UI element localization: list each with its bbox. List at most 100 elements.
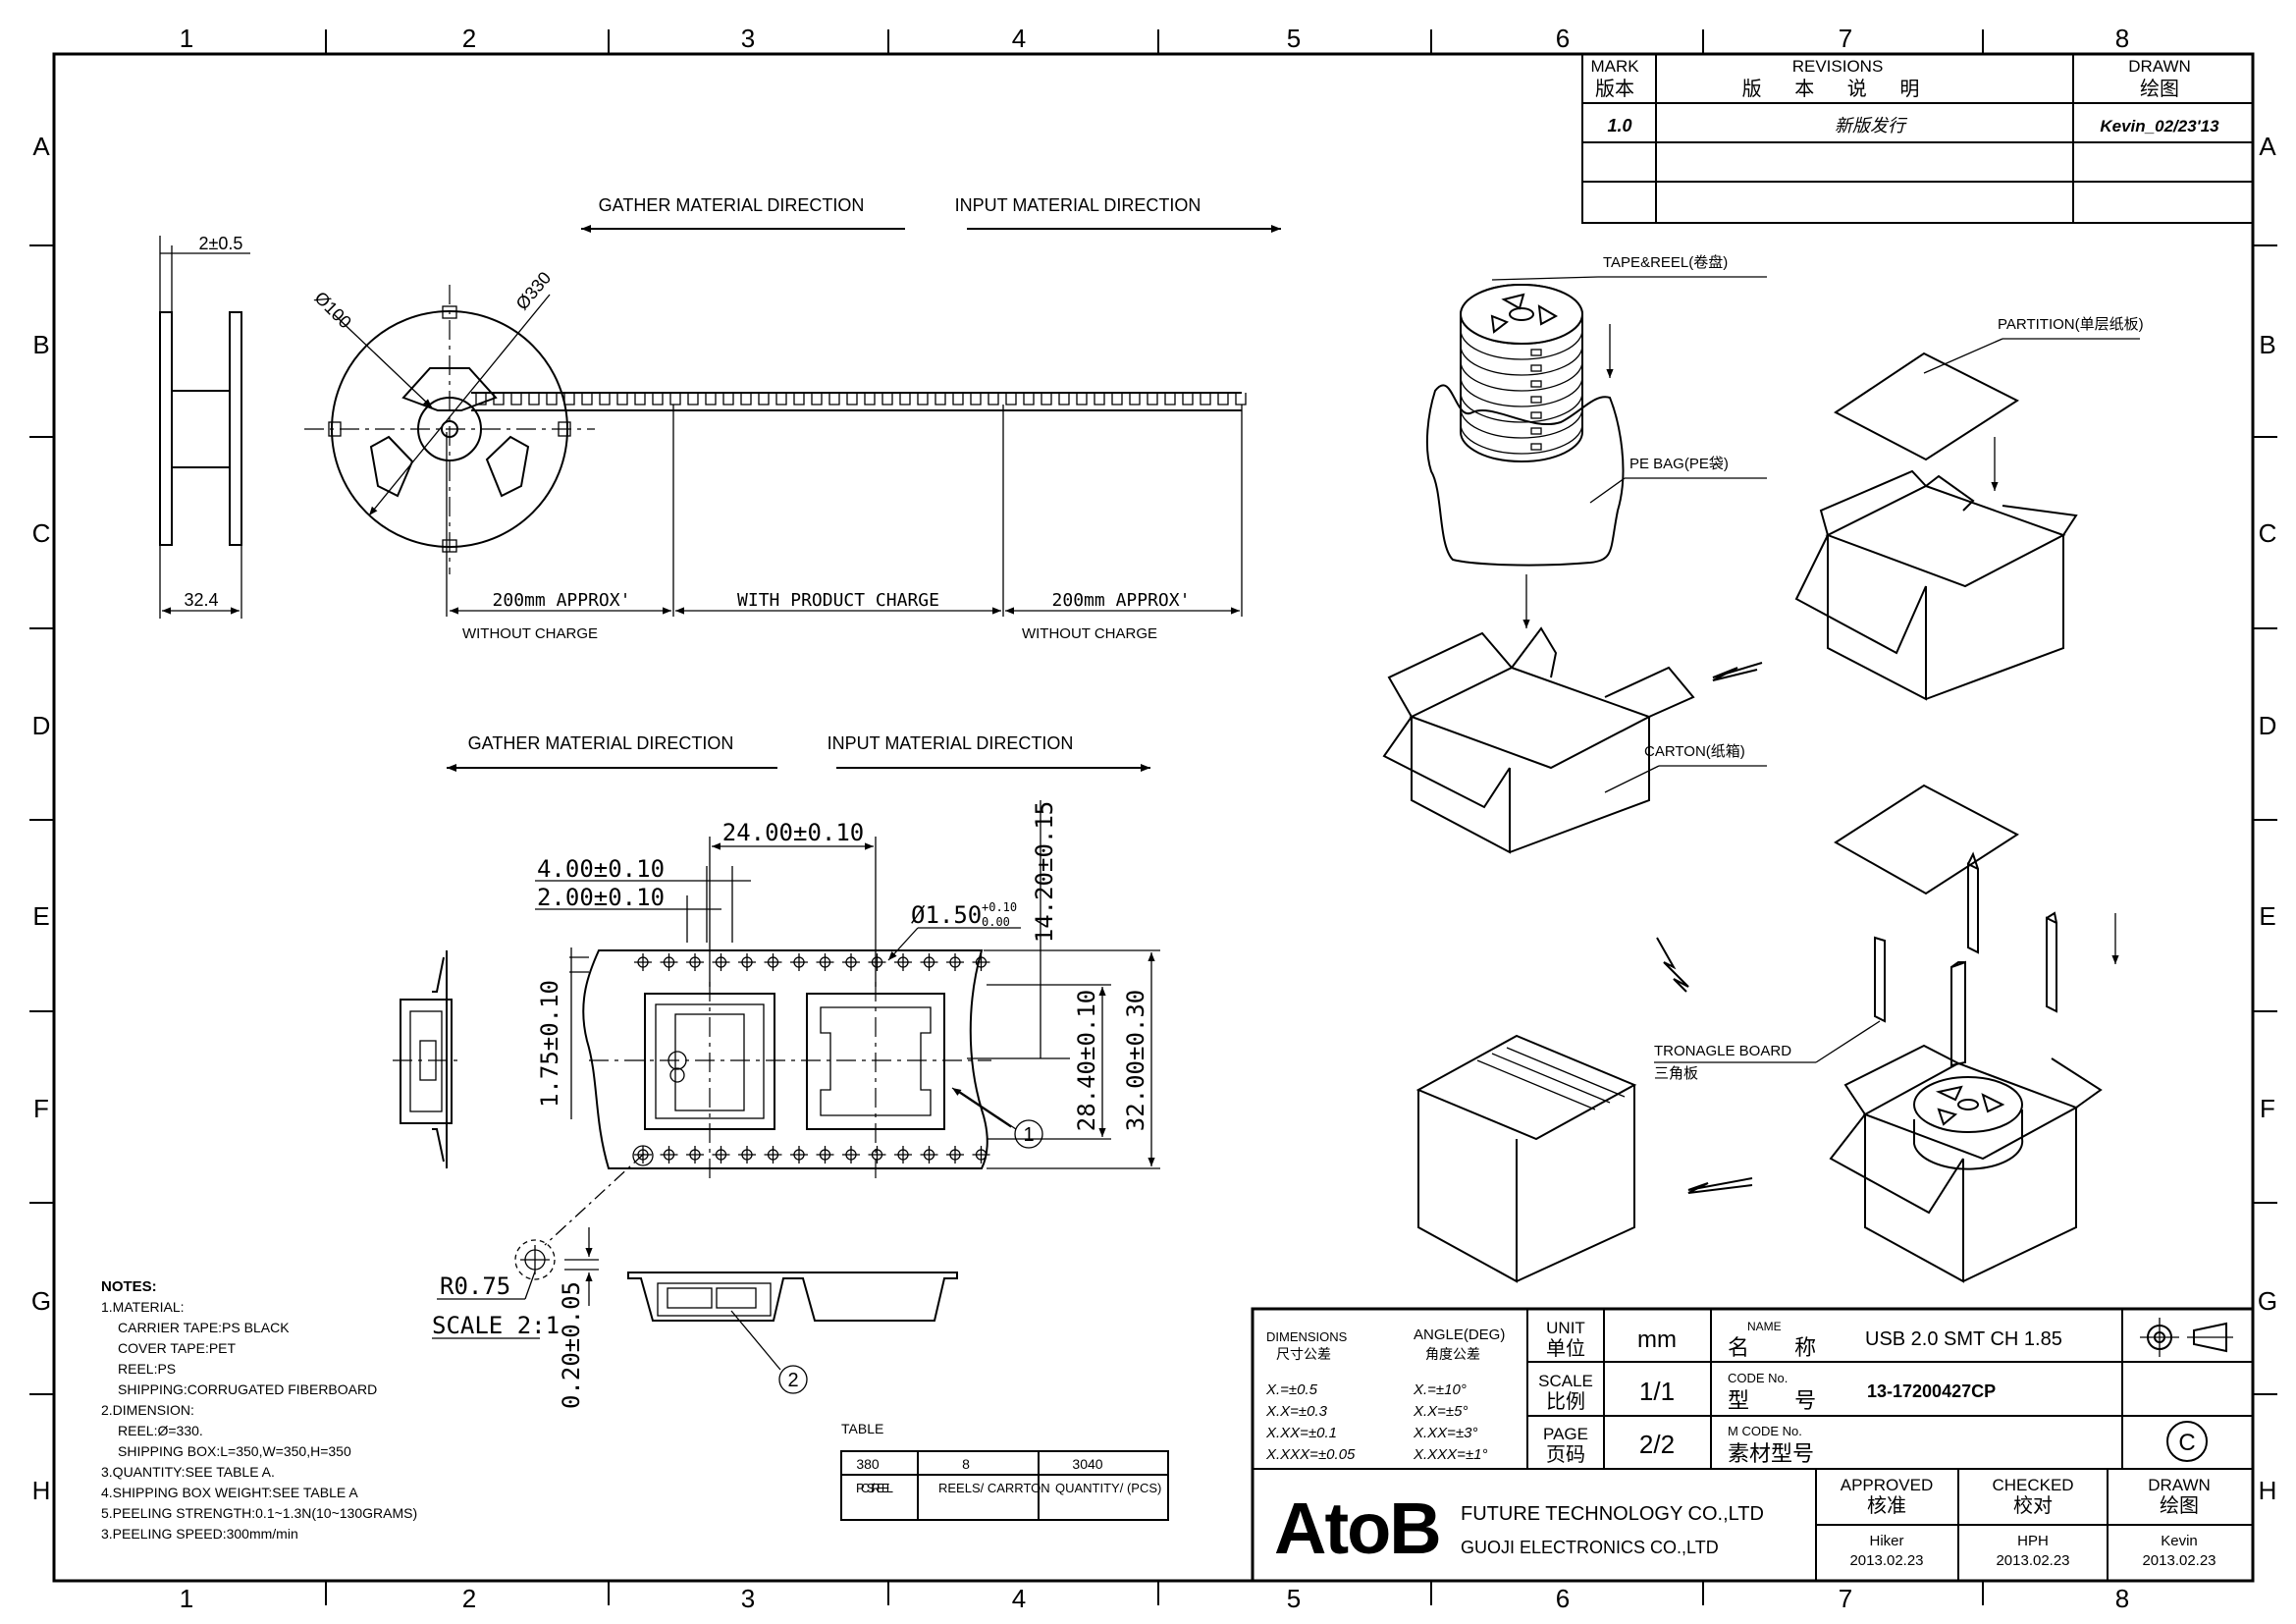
stacked-reel-notch bbox=[1530, 443, 1542, 451]
notes-line-11: 5.PEELING STRENGTH:0.1~1.3N(10~130GRAMS) bbox=[101, 1505, 417, 1521]
grid-col-4: 4 bbox=[1012, 24, 1026, 53]
tape-reel-label: TAPE&REEL(卷盘) bbox=[1603, 253, 1728, 271]
pocket-width-dim: 28.40±0.10 bbox=[1073, 990, 1100, 1132]
stacked-reel-edge bbox=[1460, 360, 1583, 392]
tb-dimensions-cn: 尺寸公差 bbox=[1276, 1346, 1331, 1362]
grid-row-c: C bbox=[32, 518, 51, 548]
callout-2-label: 2 bbox=[787, 1370, 798, 1391]
grid-col-2: 2 bbox=[462, 24, 476, 53]
revision-block: MARK 版本 REVISIONS 版 本 说 明 DRAWN 绘图 1.0 新… bbox=[1581, 53, 2254, 224]
grid-column-labels-bottom: 1 2 3 4 5 6 7 8 bbox=[180, 1584, 2129, 1613]
rev-row-drawn: Kevin_02/23'13 bbox=[2100, 117, 2219, 135]
tb-checked-date: 2013.02.23 bbox=[1996, 1552, 2069, 1569]
tb-tol-angle-1: X.X=±5° bbox=[1413, 1403, 1468, 1420]
pocket-pitch-dim: 24.00±0.10 bbox=[722, 819, 865, 846]
reel-dia-dim: Ø330 bbox=[512, 268, 556, 314]
grid-row-c-right: C bbox=[2259, 518, 2277, 548]
grid-col-5: 5 bbox=[1287, 24, 1301, 53]
tb-name-en: NAME bbox=[1747, 1320, 1782, 1333]
company-name-2: GUOJI ELECTRONICS CO.,LTD bbox=[1461, 1538, 1719, 1557]
grid-row-e-right: E bbox=[2259, 901, 2275, 931]
tb-checked-en: CHECKED bbox=[1992, 1476, 2073, 1494]
grid-row-a: A bbox=[32, 132, 50, 161]
grid-row-h-right: H bbox=[2259, 1476, 2277, 1505]
leader-right-label: 200mm APPROX' bbox=[1052, 590, 1191, 611]
tape-direction-arrows: GATHER MATERIAL DIRECTION INPUT MATERIAL… bbox=[447, 733, 1150, 772]
notes-line-9: 3.QUANTITY:SEE TABLE A. bbox=[101, 1464, 275, 1480]
without-charge-left: WITHOUT CHARGE bbox=[462, 625, 598, 642]
notes-line-2: CARRIER TAPE:PS BLACK bbox=[118, 1320, 290, 1335]
table-label-reels-per-carton: REELS/ CARRTON bbox=[938, 1481, 1050, 1495]
table-label-quantity: QUANTITY/ (PCS) bbox=[1055, 1481, 1161, 1495]
rev-drawn-label-en: DRAWN bbox=[2128, 57, 2191, 76]
tape-width-dim: 32.00±0.30 bbox=[1122, 990, 1149, 1132]
tape-leader-strip: 200mm APPROX' WITH PRODUCT CHARGE 200mm … bbox=[446, 392, 1247, 642]
stacked-reel-notch bbox=[1530, 364, 1542, 372]
without-charge-right: WITHOUT CHARGE bbox=[1022, 625, 1157, 642]
tb-page-en: PAGE bbox=[1543, 1425, 1588, 1443]
tb-drawn-by: Kevin bbox=[2161, 1533, 2198, 1549]
tb-drawn-date: 2013.02.23 bbox=[2142, 1552, 2216, 1569]
grid-row-d: D bbox=[32, 711, 51, 740]
copyright-letter: C bbox=[2178, 1430, 2195, 1456]
tb-approved-by: Hiker bbox=[1869, 1533, 1903, 1549]
projection-symbol-icon bbox=[2140, 1318, 2233, 1357]
grid-col-4-bottom: 4 bbox=[1012, 1584, 1026, 1613]
tb-approved-date: 2013.02.23 bbox=[1849, 1552, 1923, 1569]
tb-tol-dim-1: X.X=±0.3 bbox=[1265, 1403, 1328, 1420]
notes: NOTES: 1.MATERIAL: CARRIER TAPE:PS BLACK… bbox=[101, 1278, 417, 1542]
notes-line-1: 1.MATERIAL: bbox=[101, 1299, 185, 1315]
tb-angle-cn: 角度公差 bbox=[1425, 1346, 1480, 1362]
reel-flange-gap-dim: 2±0.5 bbox=[199, 234, 243, 253]
tb-checked-by: HPH bbox=[2017, 1533, 2049, 1549]
tb-scale-value: 1/1 bbox=[1639, 1377, 1675, 1406]
grid-row-a-right: A bbox=[2259, 132, 2276, 161]
grid-col-3-bottom: 3 bbox=[741, 1584, 755, 1613]
tb-code-en: CODE No. bbox=[1728, 1371, 1788, 1385]
grid-col-7: 7 bbox=[1839, 24, 1852, 53]
grid-row-f: F bbox=[33, 1094, 49, 1123]
company-logo: AtoB bbox=[1274, 1488, 1440, 1569]
reel-front-view: Ø100 Ø330 bbox=[304, 268, 595, 574]
grid-row-labels-right: A B C D E F G H bbox=[2258, 132, 2277, 1505]
partition-label: PARTITION(单层纸板) bbox=[1998, 315, 2144, 333]
rev-revisions-label-en: REVISIONS bbox=[1792, 57, 1884, 76]
tb-scale-en: SCALE bbox=[1538, 1372, 1593, 1390]
tb-code-cn: 型 号 bbox=[1728, 1388, 1836, 1413]
tb-mcode-cn: 素材型号 bbox=[1728, 1441, 1814, 1466]
tb-tol-angle-0: X.=±10° bbox=[1413, 1381, 1467, 1398]
rev-drawn-label-cn: 绘图 bbox=[2140, 78, 2179, 100]
tb-page-value: 2/2 bbox=[1639, 1430, 1675, 1459]
grid-row-b: B bbox=[32, 330, 49, 359]
grid-row-g: G bbox=[31, 1286, 51, 1316]
stacked-reel-edge bbox=[1460, 423, 1583, 455]
with-product-label: WITH PRODUCT CHARGE bbox=[737, 590, 939, 611]
grid-col-7-bottom: 7 bbox=[1839, 1584, 1852, 1613]
rev-row-mark: 1.0 bbox=[1607, 116, 1631, 135]
reel-hub-dia-dim: Ø100 bbox=[311, 288, 355, 332]
tape-gather-direction-label: GATHER MATERIAL DIRECTION bbox=[468, 733, 734, 753]
tb-angle-en: ANGLE(DEG) bbox=[1414, 1326, 1505, 1343]
rev-mark-label-en: MARK bbox=[1590, 57, 1639, 76]
table-label-pcs-per-reel: PCS/ REEL bbox=[856, 1481, 893, 1495]
grid-row-b-right: B bbox=[2259, 330, 2275, 359]
packing-illustration: TAPE&REEL(卷盘) PE BAG(PE袋) CARTON(纸箱) PAR… bbox=[1382, 253, 2144, 1283]
tb-tol-dim-0: X.=±0.5 bbox=[1265, 1381, 1318, 1398]
grid-row-f-right: F bbox=[2260, 1094, 2275, 1123]
grid-col-6-bottom: 6 bbox=[1556, 1584, 1570, 1613]
tb-tol-dim-2: X.XX=±0.1 bbox=[1265, 1425, 1337, 1441]
tb-drawn-en: DRAWN bbox=[2148, 1476, 2211, 1494]
tb-scale-cn: 比例 bbox=[1546, 1390, 1585, 1413]
tape-input-direction-label: INPUT MATERIAL DIRECTION bbox=[828, 733, 1074, 753]
edge-distance-dim: 1.75±0.10 bbox=[536, 980, 563, 1108]
reel-gather-direction-label: GATHER MATERIAL DIRECTION bbox=[599, 195, 865, 215]
hole-dia-dim: Ø1.50 bbox=[911, 901, 982, 929]
grid-col-5-bottom: 5 bbox=[1287, 1584, 1301, 1613]
grid-col-1: 1 bbox=[180, 24, 193, 53]
tb-approved-en: APPROVED bbox=[1841, 1476, 1933, 1494]
grid-col-2-bottom: 2 bbox=[462, 1584, 476, 1613]
rev-row-revision: 新版发行 bbox=[1835, 116, 1908, 135]
leader-left-label: 200mm APPROX' bbox=[493, 590, 631, 611]
triangle-board-label: TRONAGLE BOARD bbox=[1654, 1043, 1791, 1059]
